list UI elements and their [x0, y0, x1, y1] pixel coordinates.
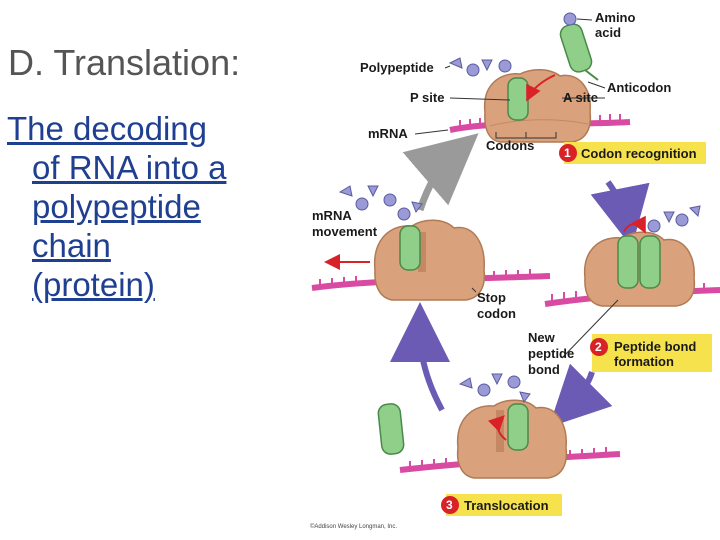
cycle-arrow-left — [390, 302, 451, 412]
cycle-arrow-right-bottom — [548, 363, 613, 428]
translocation-arrow — [487, 415, 507, 441]
label-anticodon: Anticodon — [607, 80, 671, 95]
polypeptide-chain-left — [338, 185, 423, 221]
polypeptide-chain-right — [647, 205, 701, 233]
step-1-number: 1 — [564, 146, 571, 160]
step-2-circle — [590, 338, 608, 356]
label-amino-acid-line1: Amino — [595, 10, 636, 25]
step-2-label-line2: formation — [614, 354, 674, 369]
ribosome-left-group — [311, 185, 551, 301]
label-polypeptide: Polypeptide — [360, 60, 434, 75]
trna-exiting — [377, 403, 405, 455]
ribosome-top-group — [414, 12, 631, 143]
polypeptide-chain-bottom — [458, 373, 531, 404]
cycle-arrow-right-top — [590, 180, 650, 248]
step-3-circle — [441, 496, 459, 514]
label-new-peptide-bond-line2: peptide — [528, 346, 574, 361]
step-1-circle — [559, 144, 577, 162]
body-line-2: of RNA into a — [32, 148, 227, 186]
label-stop-codon-line1: Stop — [477, 290, 506, 305]
ribosome-left — [374, 219, 486, 301]
trna-right-p — [617, 235, 639, 289]
body-line-1: The decoding — [7, 110, 207, 147]
step-1-label: Codon recognition — [581, 146, 697, 161]
label-mrna-movement-line1: mRNA — [312, 208, 352, 223]
label-p-site: P site — [410, 90, 444, 105]
step-2-number: 2 — [595, 340, 602, 354]
step-3-box: 3 Translocation — [441, 494, 562, 516]
cycle-arrow-gray — [402, 133, 479, 212]
label-new-peptide-bond-line1: New — [528, 330, 556, 345]
trna-right-a — [639, 235, 661, 289]
body-line-3: polypeptide — [32, 187, 201, 225]
peptide-bond-arrow — [623, 215, 646, 234]
label-amino-acid-line2: acid — [595, 25, 621, 40]
amino-acid-incoming — [563, 12, 577, 26]
step-2-box: 2 Peptide bond formation — [590, 334, 712, 372]
label-mrna-movement-line2: movement — [312, 224, 378, 239]
ribosome-top — [484, 69, 592, 143]
copyright-credit: ©Addison Wesley Longman, Inc. — [310, 523, 397, 530]
step-3-number: 3 — [446, 498, 453, 512]
ribosome-right-group — [544, 205, 720, 359]
trna-p-site-top — [507, 77, 529, 121]
trna-incoming — [559, 23, 593, 73]
trna-bottom — [507, 403, 529, 451]
label-a-site: A site — [563, 90, 598, 105]
label-mrna-top: mRNA — [368, 126, 408, 141]
step-1-box: 1 Codon recognition — [559, 142, 706, 164]
step-2-label-line1: Peptide bond — [614, 339, 696, 354]
body-line-5: (protein) — [32, 265, 155, 303]
translation-cycle-diagram: Amino acid Polypeptide Anticodon P site … — [310, 10, 720, 530]
step-3-label: Translocation — [464, 498, 549, 513]
label-new-peptide-bond-line3: bond — [528, 362, 560, 377]
slide-body-text: The decoding of RNA into a polypeptide c… — [7, 110, 297, 305]
codons-bracket — [495, 132, 557, 139]
slide-title: D. Translation: — [8, 42, 241, 83]
trna-entry-arrow — [526, 74, 556, 102]
polypeptide-chain-top — [448, 57, 512, 77]
body-line-4: chain — [32, 226, 111, 264]
label-codons: Codons — [486, 138, 534, 153]
label-stop-codon-line2: codon — [477, 306, 516, 321]
trna-left — [399, 225, 421, 271]
ribosome-bottom-group — [377, 373, 621, 479]
